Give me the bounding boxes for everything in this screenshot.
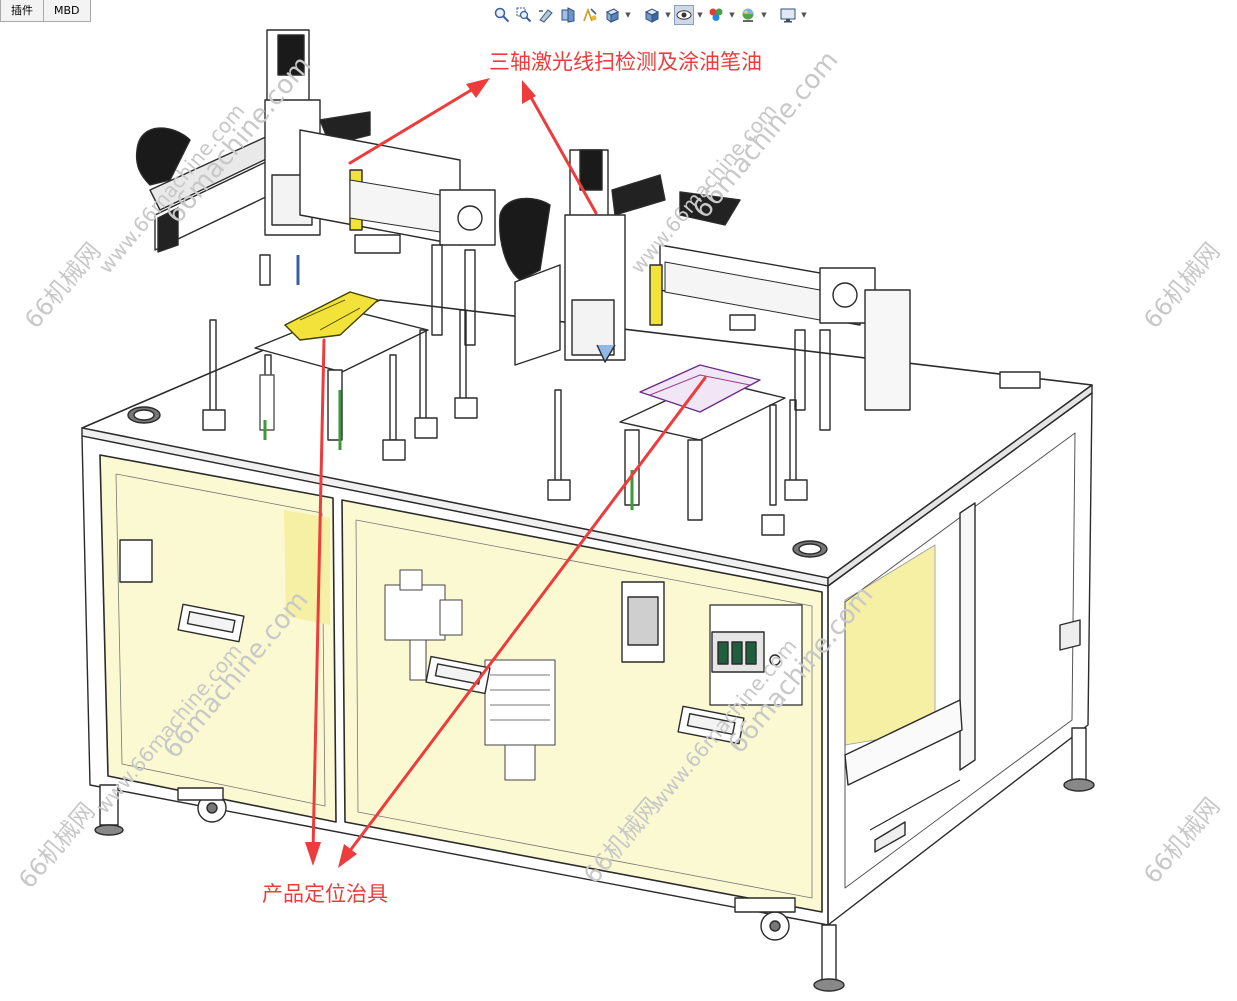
section-view-icon[interactable]	[558, 5, 578, 25]
chevron-down-icon[interactable]: ▼	[761, 11, 767, 19]
command-tabs: 插件 MBD	[0, 0, 91, 22]
chevron-down-icon[interactable]: ▼	[625, 11, 631, 19]
leveling-feet	[94, 727, 1095, 992]
hide-show-items-icon[interactable]	[674, 5, 694, 25]
pneumatic-components	[384, 569, 556, 781]
fixture-left	[202, 291, 478, 461]
gantry-right	[498, 149, 911, 431]
display-style-icon[interactable]	[642, 5, 662, 25]
tab-mbd[interactable]: MBD	[44, 0, 91, 22]
apply-scene-icon[interactable]	[738, 5, 758, 25]
heads-up-view-toolbar: ▼ ▼ ▼ ▼ ▼ ▼	[492, 3, 808, 27]
annotation-top-label: 三轴激光线扫检测及涂油笔油	[489, 50, 762, 74]
watermark-brand: 66机械网	[13, 797, 100, 894]
zoom-to-fit-icon[interactable]	[492, 5, 512, 25]
annotation-bottom-label: 产品定位治具	[262, 882, 388, 906]
watermark-brand: 66机械网	[1138, 237, 1225, 334]
front-door-left	[99, 454, 337, 823]
chevron-down-icon[interactable]: ▼	[729, 11, 735, 19]
machine-assembly-model	[81, 29, 1095, 992]
zoom-area-icon[interactable]	[514, 5, 534, 25]
annotation-arrows	[305, 78, 707, 868]
chevron-down-icon[interactable]: ▼	[665, 11, 671, 19]
view-orientation-icon[interactable]	[602, 5, 622, 25]
chevron-down-icon[interactable]: ▼	[801, 11, 807, 19]
tab-plugins[interactable]: 插件	[0, 0, 44, 22]
watermark-brand: 66机械网	[19, 237, 106, 334]
fixture-right	[547, 364, 808, 536]
chevron-down-icon[interactable]: ▼	[697, 11, 703, 19]
watermark-brand: 66机械网	[1138, 792, 1225, 889]
edit-appearance-icon[interactable]	[706, 5, 726, 25]
cabinet-right-frame	[827, 392, 1093, 926]
view-settings-icon[interactable]	[778, 5, 798, 25]
gantry-left	[135, 29, 496, 346]
dynamic-annotation-icon[interactable]	[580, 5, 600, 25]
previous-view-icon[interactable]	[536, 5, 556, 25]
cad-graphics-area[interactable]: 66machine.com 66机械网 www.66machine.com 66…	[0, 22, 1237, 1001]
